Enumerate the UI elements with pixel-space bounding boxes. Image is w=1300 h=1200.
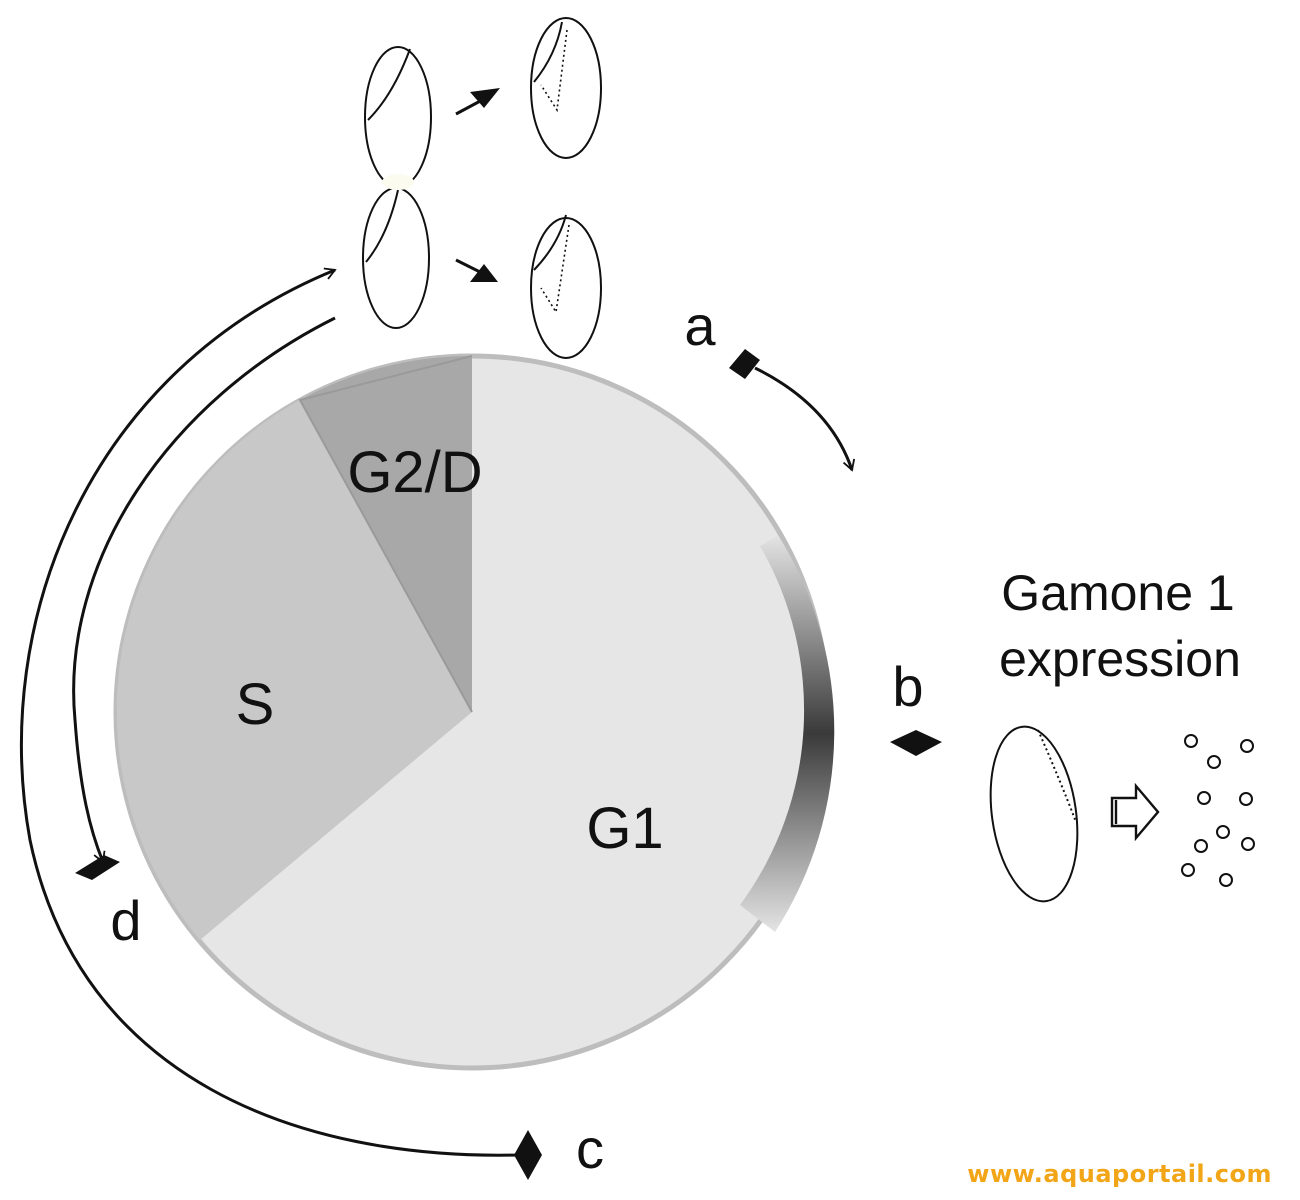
arc-a-arrow	[754, 366, 856, 472]
caption-line-2: expression	[999, 631, 1241, 687]
caption-line-1: Gamone 1	[1001, 565, 1234, 621]
marker-b-diamond	[890, 730, 942, 756]
phase-label-g1: G1	[586, 796, 663, 861]
dividing-cells	[362, 46, 432, 329]
marker-a-diamond	[729, 349, 760, 379]
s-sector	[116, 400, 472, 940]
g2d-sector	[300, 355, 472, 712]
phase-label-s: S	[236, 672, 275, 737]
marker-d-label: d	[110, 889, 141, 952]
marker-c-label: c	[576, 1117, 604, 1180]
daughter-cells	[530, 17, 602, 359]
outer-arcs	[19, 267, 519, 1157]
division-arrows	[455, 88, 500, 282]
marker-b-label: b	[892, 655, 923, 718]
marker-c-diamond	[514, 1130, 542, 1180]
marker-a-label: a	[684, 294, 716, 357]
marker-d-diamond	[75, 855, 120, 880]
gamone-expression-band	[740, 535, 835, 932]
cell-cycle-pie	[113, 353, 831, 1071]
secretion-arrow-icon	[1110, 782, 1160, 842]
watermark: www.aquaportail.com	[967, 1160, 1272, 1188]
gamone-molecules	[1181, 734, 1255, 887]
secreting-cell	[989, 725, 1079, 903]
phase-label-g2d: G2/D	[347, 440, 482, 505]
